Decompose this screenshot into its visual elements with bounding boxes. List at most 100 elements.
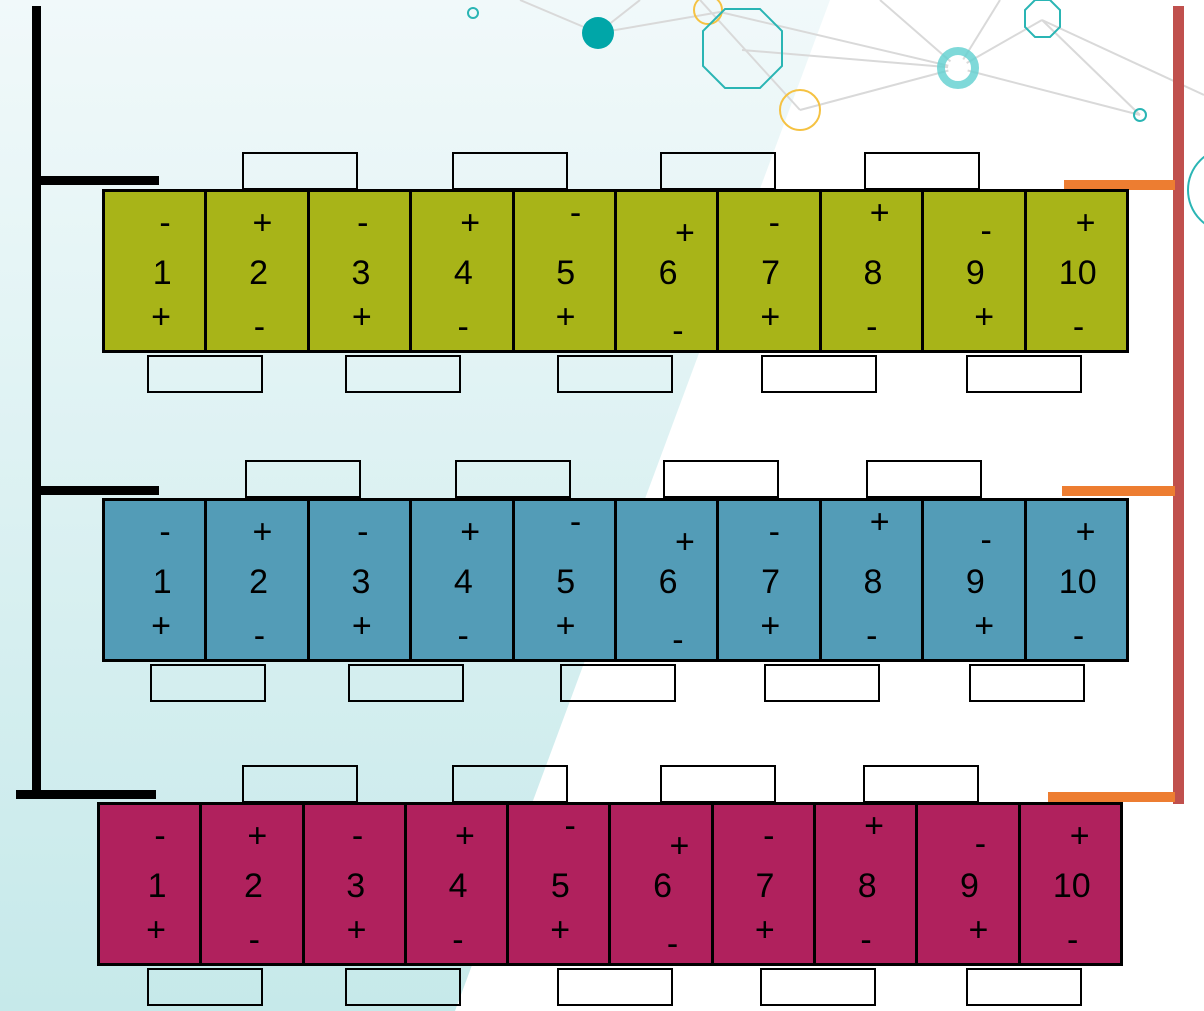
link-bottom [966, 355, 1082, 393]
link-bottom [557, 355, 673, 393]
battery-cell: +2- [202, 805, 304, 963]
battery-cell: +8- [822, 192, 924, 350]
cell-number: 7 [761, 565, 780, 599]
cell-number: 2 [244, 869, 263, 903]
battery-cell: -3+ [310, 192, 412, 350]
battery-cell: +2 - [207, 192, 309, 350]
battery-cell: -3+ [310, 501, 412, 659]
battery-cell: - 1 + [105, 192, 207, 350]
cell-bottom-terminal-sign: + [968, 913, 988, 947]
cell-bottom-terminal-sign: + [760, 609, 780, 643]
cell-top-terminal-sign: - [975, 827, 986, 861]
battery-cell: +4- [412, 192, 514, 350]
cell-top-terminal-sign: + [870, 505, 890, 539]
cell-bottom-terminal-sign: - [1073, 310, 1084, 344]
cell-bottom-terminal-sign: + [352, 300, 372, 334]
cell-top-terminal-sign: + [1076, 206, 1096, 240]
cell-bottom-terminal-sign: - [254, 310, 265, 344]
link-bottom [764, 664, 880, 702]
right-tap-2 [1062, 486, 1175, 496]
battery-cell: +10- [1021, 805, 1123, 963]
cell-number: 2 [249, 256, 268, 290]
link-top [663, 460, 779, 498]
cell-top-terminal-sign: + [864, 809, 884, 843]
cell-top-terminal-sign: + [675, 216, 695, 250]
cell-bottom-terminal-sign: + [556, 300, 576, 334]
cell-number: 10 [1053, 869, 1091, 903]
battery-cell: - 7 + [719, 501, 821, 659]
cell-bottom-terminal-sign: - [452, 923, 463, 957]
link-bottom [348, 664, 464, 702]
battery-cell: +6- [617, 501, 719, 659]
cell-number: 10 [1059, 565, 1097, 599]
cell-top-terminal-sign: + [455, 819, 475, 853]
cell-top-terminal-sign: + [1076, 515, 1096, 549]
cell-number: 5 [556, 256, 575, 290]
cell-number: 6 [659, 256, 678, 290]
cell-top-terminal-sign: + [1070, 819, 1090, 853]
network-node-center [948, 58, 968, 78]
cell-top-terminal-sign: + [460, 206, 480, 240]
cell-top-terminal-sign: - [159, 206, 170, 240]
link-bottom [147, 355, 263, 393]
battery-cell: -7+ [714, 805, 816, 963]
cell-bottom-terminal-sign: + [556, 609, 576, 643]
battery-cell: +6- [617, 192, 719, 350]
cell-top-terminal-sign: + [252, 515, 272, 549]
link-top [455, 460, 571, 498]
link-bottom [557, 968, 673, 1006]
cell-bottom-terminal-sign: - [254, 619, 265, 653]
battery-cell: +8- [816, 805, 918, 963]
cell-top-terminal-sign: - [570, 505, 581, 539]
battery-cell: +10- [1027, 501, 1129, 659]
battery-cell: -7+ [719, 192, 821, 350]
left-tap-2 [36, 486, 159, 495]
left-tap-1 [36, 176, 159, 185]
cell-number: 5 [551, 869, 570, 903]
cell-bottom-terminal-sign: - [667, 927, 678, 961]
cell-bottom-terminal-sign: + [151, 300, 171, 334]
battery-cell: -5+ [509, 805, 611, 963]
battery-cell: +4- [412, 501, 514, 659]
cell-top-terminal-sign: - [769, 515, 780, 549]
link-top [245, 460, 361, 498]
cell-bottom-terminal-sign: + [974, 609, 994, 643]
network-node-teal [582, 17, 614, 49]
battery-module-3: -1++2--3++4--5++6--7++8--9++10- [97, 802, 1123, 966]
battery-cell: -9+ [924, 501, 1026, 659]
cell-top-terminal-sign: - [159, 515, 170, 549]
cell-bottom-terminal-sign: + [755, 913, 775, 947]
battery-cell: -3+ [305, 805, 407, 963]
cell-number: 4 [454, 565, 473, 599]
cell-top-terminal-sign: - [565, 809, 576, 843]
battery-cell: - 5 + [515, 192, 617, 350]
cell-number: 9 [960, 869, 979, 903]
cell-bottom-terminal-sign: + [974, 300, 994, 334]
cell-top-terminal-sign: - [154, 819, 165, 853]
link-bottom [147, 968, 263, 1006]
link-bottom [560, 664, 676, 702]
cell-bottom-terminal-sign: - [458, 310, 469, 344]
cell-number: 1 [153, 256, 172, 290]
link-top [863, 765, 979, 803]
cell-bottom-terminal-sign: + [151, 609, 171, 643]
cell-top-terminal-sign: + [247, 819, 267, 853]
cell-number: 9 [966, 565, 985, 599]
cell-top-terminal-sign: - [570, 196, 581, 230]
link-top [864, 152, 980, 190]
network-node-edge [1188, 148, 1204, 232]
link-bottom [345, 355, 461, 393]
battery-cell: +10- [1027, 192, 1129, 350]
battery-module-2: -1++2--3++4--5++6--7++8--9++10- [102, 498, 1129, 662]
cell-bottom-terminal-sign: - [672, 623, 683, 657]
cell-bottom-terminal-sign: - [860, 923, 871, 957]
cell-number: 3 [346, 869, 365, 903]
cell-number: 5 [556, 565, 575, 599]
battery-cell: - 1 + [105, 501, 207, 659]
link-top [452, 152, 568, 190]
cell-bottom-terminal-sign: + [760, 300, 780, 334]
link-top [242, 765, 358, 803]
cell-top-terminal-sign: + [252, 206, 272, 240]
cell-number: 1 [153, 565, 172, 599]
cell-number: 6 [659, 565, 678, 599]
